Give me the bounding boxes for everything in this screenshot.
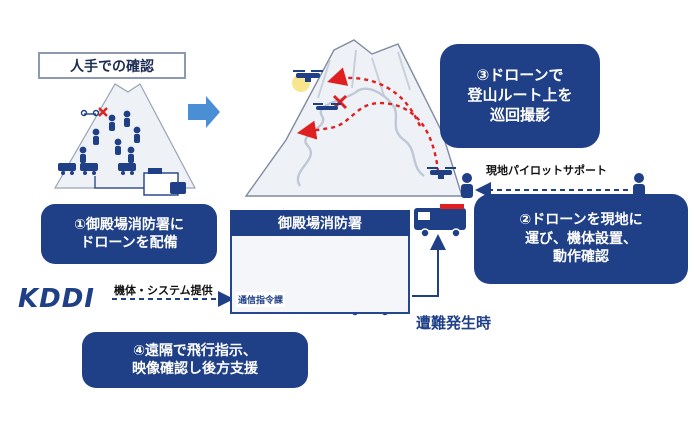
pilot-support-label: 現地パイロットサポート	[486, 164, 607, 177]
command-section-label: 通信指令課	[236, 292, 286, 307]
step4-line2: 映像確認し後方支援	[132, 361, 258, 377]
snow-streaks	[317, 49, 411, 99]
drone-icon-midroute	[313, 103, 341, 110]
manual-check-title: 人手での確認	[38, 52, 186, 79]
step2-label: ②ドローンを現地に 運び、機体設置、 動作確認	[474, 194, 688, 284]
small-station-connector	[94, 176, 145, 189]
climber-icons	[79, 110, 141, 163]
step3-line1: ③ドローンで	[476, 66, 564, 85]
step4-label: ④遠隔で飛行指示、 映像確認し後方支援	[82, 332, 308, 388]
drone-icon-summit	[293, 70, 323, 82]
step1-label: ①御殿場消防署に ドローンを配備	[41, 204, 217, 264]
climbing-trail	[296, 87, 425, 187]
step3-label: ③ドローンで 登山ルート上を 巡回撮影	[440, 44, 600, 148]
small-fire-station-icon	[143, 168, 186, 196]
step4-line1: ④遠隔で飛行指示、	[133, 342, 257, 359]
step1-line1: ①御殿場消防署に	[74, 216, 184, 233]
transition-arrow-icon	[188, 96, 220, 128]
step3-line3: 巡回撮影	[489, 105, 550, 124]
step3-line2: 登山ルート上を	[467, 86, 573, 105]
disaster-label: 遭難発生時	[416, 314, 492, 332]
pilot-icon	[461, 173, 473, 198]
step1-line2: ドローンを配備	[80, 235, 178, 251]
drone-icon-launch	[427, 167, 456, 179]
drone-patrol-route-upper	[327, 67, 422, 127]
small-vehicles-icon	[58, 163, 136, 175]
kddi-logo: KDDI	[18, 284, 95, 314]
fire-truck-icon	[414, 204, 466, 238]
fire-station-title: 御殿場消防署	[230, 210, 410, 236]
step2-line1: ②ドローンを現地に	[519, 212, 643, 229]
big-mountain	[244, 39, 463, 197]
small-drone-icon	[80, 109, 100, 117]
drone-patrol-route	[296, 101, 440, 173]
step2-line3: 動作確認	[553, 249, 609, 266]
step2-line2: 運び、機体設置、	[525, 230, 637, 247]
kddi-role-label: 機体・システム提供	[114, 284, 213, 297]
dispatch-connector	[412, 234, 446, 297]
small-x-mark	[98, 107, 108, 117]
